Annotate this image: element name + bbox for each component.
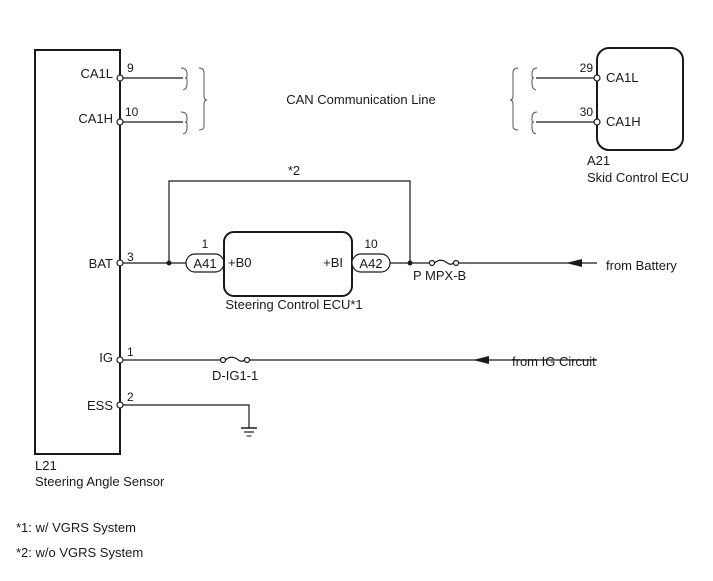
footnote-1: *1: w/ VGRS System xyxy=(16,520,136,535)
sensor-terminal-10 xyxy=(116,118,124,126)
fuse-icon xyxy=(219,356,251,364)
bat-junction-right xyxy=(407,260,413,266)
steering-angle-sensor-code: L21 xyxy=(35,458,57,473)
can-communication-line-label: CAN Communication Line xyxy=(286,92,436,107)
sensor-pin-ig-label: IG xyxy=(99,350,113,365)
ecu-terminal-30 xyxy=(593,118,601,126)
fuse-p-mpx-b-label: P MPX-B xyxy=(413,268,466,283)
sensor-pin-ess-label: ESS xyxy=(87,398,113,413)
can-brace-left xyxy=(198,67,208,131)
ecu-terminal-bi-label: +BI xyxy=(323,255,343,270)
ca1h-wire-break-right xyxy=(531,111,538,135)
ecu-pin-30-number: 30 xyxy=(580,105,594,119)
connector-a41-pin: 1 xyxy=(202,237,209,251)
steering-angle-sensor-name: Steering Angle Sensor xyxy=(35,474,165,489)
from-ig-circuit-label: from IG Circuit xyxy=(512,354,596,369)
sensor-terminal-1 xyxy=(116,356,124,364)
sensor-pin-9-number: 9 xyxy=(127,61,134,75)
skid-control-ecu-code: A21 xyxy=(587,153,610,168)
steering-control-ecu-name: Steering Control ECU*1 xyxy=(225,297,362,312)
ca1h-wire-break-left xyxy=(180,111,188,135)
can-brace-right xyxy=(509,67,519,131)
ecu-pin-29-number: 29 xyxy=(580,61,594,75)
skid-control-ecu-box xyxy=(596,47,684,151)
sensor-terminal-2 xyxy=(116,401,124,409)
bypass-note: *2 xyxy=(288,163,300,178)
footnote-2: *2: w/o VGRS System xyxy=(16,545,143,560)
sensor-pin-ca1h-label: CA1H xyxy=(78,111,113,126)
ca1l-wire-break-right xyxy=(531,67,538,91)
fuse-icon xyxy=(428,259,460,267)
connector-a41-code: A41 xyxy=(193,256,216,271)
ess-wire xyxy=(120,404,250,428)
sensor-pin-3-number: 3 xyxy=(127,250,134,264)
arrow-left-icon xyxy=(566,259,582,267)
sensor-pin-bat-label: BAT xyxy=(89,256,113,271)
arrow-left-icon xyxy=(473,356,489,364)
bypass-wire xyxy=(168,180,411,263)
ca1l-wire-break-left xyxy=(180,67,188,91)
connector-a42-code: A42 xyxy=(359,256,382,271)
ecu-pin-ca1h-label: CA1H xyxy=(606,114,641,129)
ecu-terminal-b0-label: +B0 xyxy=(228,255,252,270)
steering-angle-sensor-box xyxy=(34,49,121,455)
sensor-terminal-3 xyxy=(116,259,124,267)
sensor-pin-2-number: 2 xyxy=(127,390,134,404)
sensor-terminal-9 xyxy=(116,74,124,82)
sensor-pin-ca1l-label: CA1L xyxy=(80,66,113,81)
fuse-d-ig1-1-label: D-IG1-1 xyxy=(212,368,258,383)
connector-a42-pin: 10 xyxy=(364,237,378,251)
skid-control-ecu-name: Skid Control ECU xyxy=(587,170,689,185)
from-battery-label: from Battery xyxy=(606,258,677,273)
ground-icon xyxy=(241,427,257,437)
sensor-pin-10-number: 10 xyxy=(125,105,139,119)
ecu-terminal-29 xyxy=(593,74,601,82)
sensor-pin-1-number: 1 xyxy=(127,345,134,359)
ecu-pin-ca1l-label: CA1L xyxy=(606,70,639,85)
